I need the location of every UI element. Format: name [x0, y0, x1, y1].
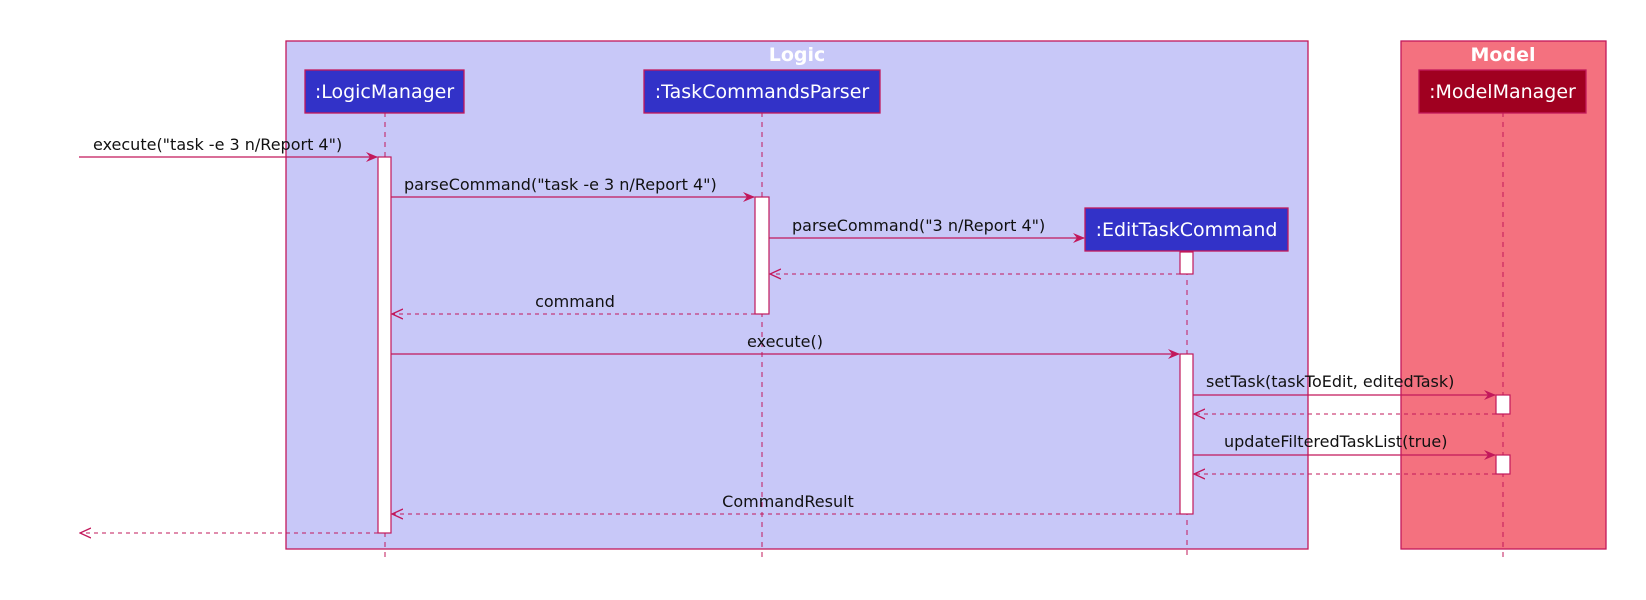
message-update-filtered-label: updateFilteredTaskList(true): [1224, 432, 1447, 451]
logic-frame-title: Logic: [769, 44, 826, 66]
participant-task-commands-parser: [643, 69, 881, 114]
message-execute-call-label: execute(): [747, 332, 823, 351]
message-parse-command-args-label: parseCommand("3 n/Report 4"): [792, 216, 1045, 235]
participant-model-manager-label: :ModelManager: [1429, 81, 1576, 103]
participant-edit-task-command: [1084, 207, 1289, 252]
participant-logic-manager: [304, 69, 465, 114]
participant-task-commands-parser-label: :TaskCommandsParser: [655, 81, 870, 103]
activation-task-commands-parser: [754, 196, 770, 315]
participant-logic-manager-label: :LogicManager: [315, 81, 455, 103]
message-execute-input-label: execute("task -e 3 n/Report 4"): [93, 135, 342, 154]
message-set-task-label: setTask(taskToEdit, editedTask): [1206, 372, 1454, 391]
activation-edit-task-command-execute: [1179, 353, 1194, 515]
message-command-return-label: command: [535, 292, 615, 311]
model-frame-title: Model: [1471, 44, 1536, 66]
activation-logic-manager: [377, 156, 392, 534]
participant-edit-task-command-label: :EditTaskCommand: [1096, 219, 1278, 241]
activation-edit-task-command-create: [1179, 251, 1194, 275]
activation-model-manager-set-task: [1495, 394, 1511, 415]
activation-model-manager-update: [1495, 454, 1511, 475]
message-parse-command-full-label: parseCommand("task -e 3 n/Report 4"): [404, 175, 717, 194]
message-command-result-label: CommandResult: [722, 492, 854, 511]
logic-frame: [285, 40, 1309, 550]
participant-model-manager: [1418, 69, 1587, 114]
